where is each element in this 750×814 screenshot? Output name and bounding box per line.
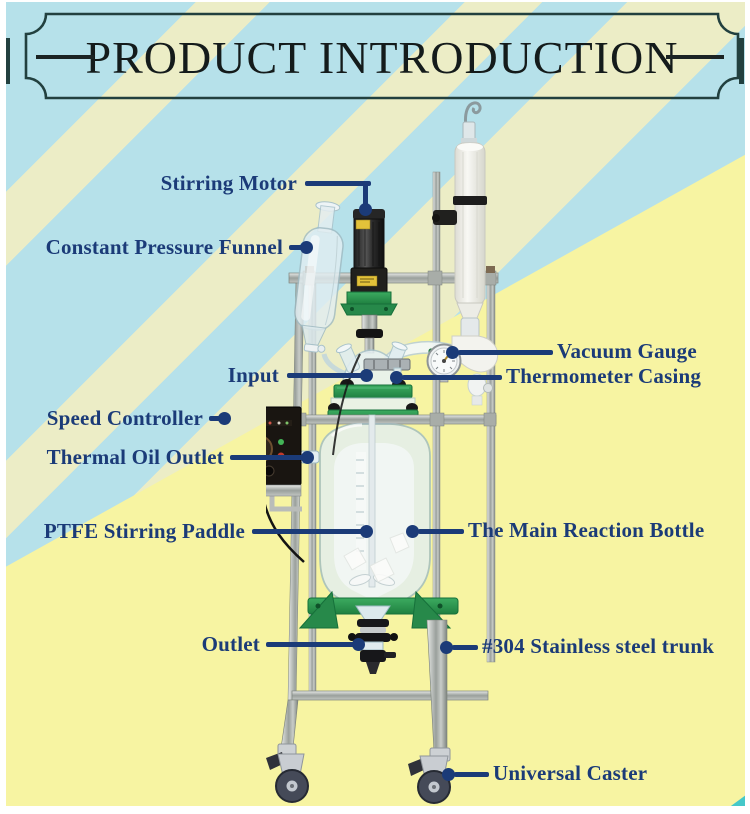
label-speed-controller: Speed Controller — [46, 406, 203, 430]
dot-ptfe-stirring-paddle — [360, 525, 373, 538]
dot-stainless-trunk — [440, 641, 453, 654]
title-right-dash — [666, 55, 724, 59]
label-thermometer-casing: Thermometer Casing — [506, 364, 702, 388]
dot-thermometer-casing — [390, 371, 403, 384]
connector-vacuum-gauge — [458, 350, 553, 355]
page-margin-bottom — [0, 806, 750, 814]
dot-input — [360, 369, 373, 382]
connector-ptfe-stirring-paddle — [252, 529, 364, 534]
left-edge-tick — [5, 38, 10, 84]
label-constant-pressure-funnel: Constant Pressure Funnel — [45, 235, 283, 259]
connector-stainless-trunk — [452, 645, 478, 650]
label-ptfe-stirring-paddle: PTFE Stirring Paddle — [43, 519, 245, 543]
connector-outlet — [266, 642, 356, 647]
dot-constant-pressure-funnel — [300, 241, 313, 254]
glass-reactor-photo — [266, 101, 499, 804]
stainless-frame — [287, 171, 499, 701]
connector-stirring-motor-drop — [363, 181, 368, 207]
label-universal-caster: Universal Caster — [493, 761, 648, 785]
title-left-dash — [36, 55, 94, 59]
dot-speed-controller — [218, 412, 231, 425]
connector-constant-pressure-funnel — [289, 245, 305, 250]
bottom-frame-and-casters — [266, 619, 489, 804]
page-margin-right — [745, 0, 750, 814]
dot-stirring-motor — [359, 203, 372, 216]
connector-stirring-motor — [305, 181, 371, 186]
label-stirring-motor: Stirring Motor — [160, 171, 297, 195]
connector-speed-controller — [209, 416, 223, 421]
dot-vacuum-gauge — [446, 346, 459, 359]
connector-input — [287, 373, 363, 378]
connector-universal-caster — [454, 772, 489, 777]
label-input: Input — [227, 363, 279, 387]
page-title: PRODUCT INTRODUCTION — [85, 32, 679, 83]
label-outlet: Outlet — [201, 632, 260, 656]
connector-thermometer-casing — [402, 375, 502, 380]
dot-main-reaction-bottle — [406, 525, 419, 538]
label-thermal-oil-outlet: Thermal Oil Outlet — [46, 445, 224, 469]
page-margin-left — [0, 0, 6, 814]
title-frame — [24, 12, 740, 100]
dot-universal-caster — [442, 768, 455, 781]
dot-outlet — [352, 638, 365, 651]
connector-thermal-oil-outlet — [230, 455, 305, 460]
right-edge-tick — [739, 38, 744, 84]
page-margin-top — [0, 0, 750, 2]
dot-thermal-oil-outlet — [301, 451, 314, 464]
label-vacuum-gauge: Vacuum Gauge — [557, 339, 697, 363]
label-main-reaction-bottle: The Main Reaction Bottle — [468, 518, 705, 542]
speed-controller-box — [266, 353, 361, 563]
main-reaction-bottle — [298, 414, 431, 610]
label-stainless-trunk: #304 Stainless steel trunk — [482, 634, 715, 658]
connector-main-reaction-bottle — [418, 529, 464, 534]
